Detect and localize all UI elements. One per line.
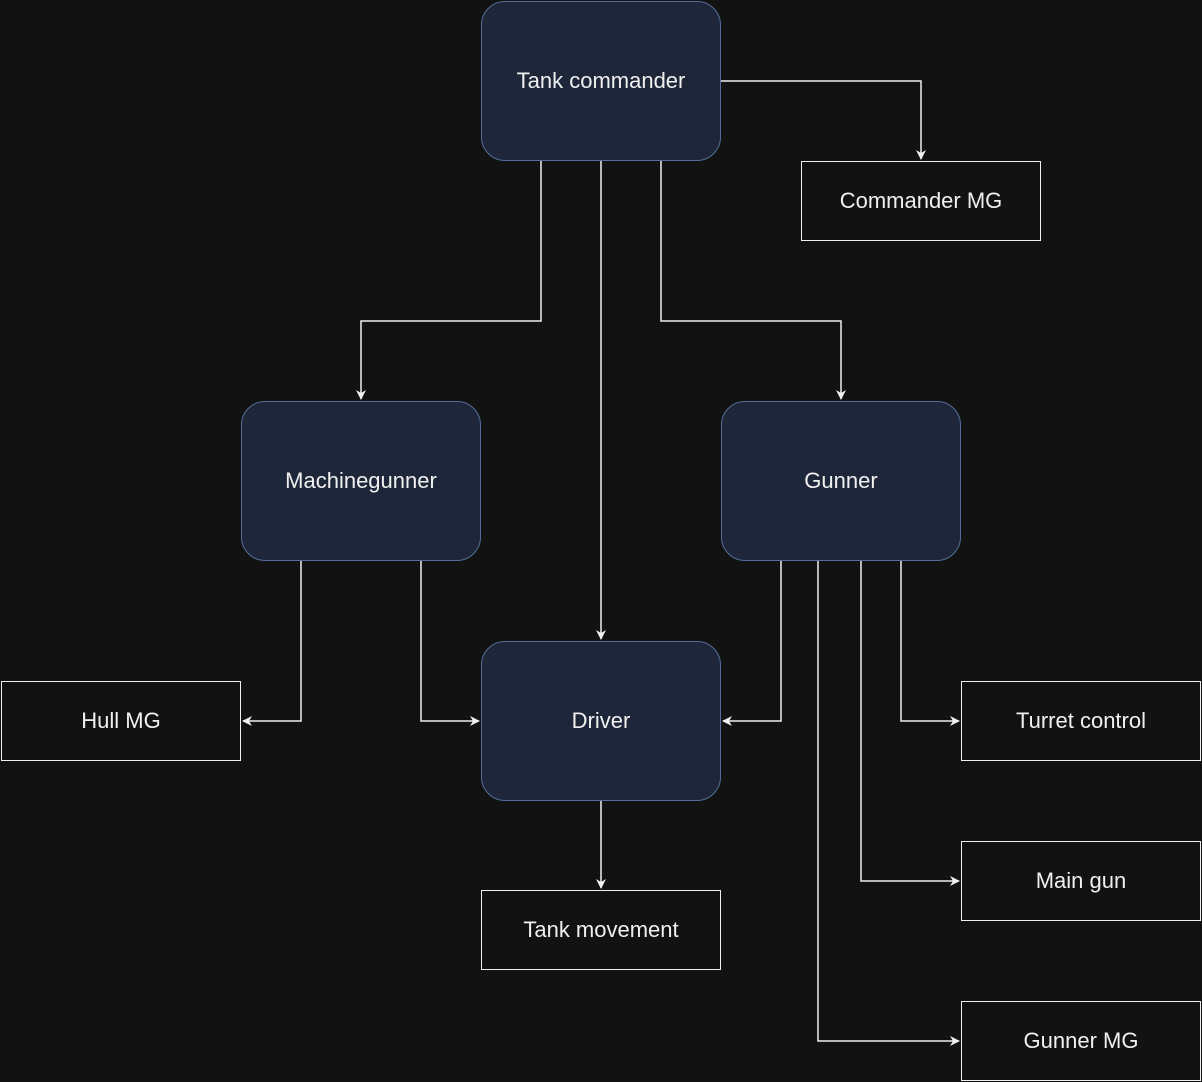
edge-gunner-to-gunner-mg xyxy=(817,561,960,1046)
node-hull-mg-label: Hull MG xyxy=(81,708,161,733)
node-tank-commander: Tank commander xyxy=(481,1,721,161)
node-turret-control-label: Turret control xyxy=(1015,708,1146,733)
node-machinegunner-label: Machinegunner xyxy=(285,468,437,493)
node-tank-movement: Tank movement xyxy=(481,890,721,970)
edge-gunner-to-driver xyxy=(722,561,782,726)
node-tank-commander-label: Tank commander xyxy=(516,68,686,93)
node-gunner-mg: Gunner MG xyxy=(961,1001,1201,1081)
node-gunner-mg-label: Gunner MG xyxy=(1023,1028,1139,1053)
node-commander-mg: Commander MG xyxy=(801,161,1041,241)
edge-commander-to-gunner xyxy=(660,161,846,400)
edge-machinegunner-to-driver xyxy=(420,561,480,726)
edge-gunner-to-turret-control xyxy=(900,561,960,726)
node-commander-mg-label: Commander MG xyxy=(839,188,1003,213)
edge-commander-to-machinegunner xyxy=(356,161,542,400)
node-machinegunner: Machinegunner xyxy=(241,401,481,561)
node-main-gun-label: Main gun xyxy=(1035,868,1127,893)
edge-gunner-to-main-gun xyxy=(860,561,960,886)
edge-machinegunner-to-hull-mg xyxy=(242,561,302,726)
node-tank-movement-label: Tank movement xyxy=(523,917,679,942)
node-driver: Driver xyxy=(481,641,721,801)
node-hull-mg: Hull MG xyxy=(1,681,241,761)
node-gunner: Gunner xyxy=(721,401,961,561)
node-turret-control: Turret control xyxy=(961,681,1201,761)
edge-commander-to-commander-mg xyxy=(721,80,926,160)
node-driver-label: Driver xyxy=(571,708,631,733)
node-gunner-label: Gunner xyxy=(804,468,878,493)
node-main-gun: Main gun xyxy=(961,841,1201,921)
